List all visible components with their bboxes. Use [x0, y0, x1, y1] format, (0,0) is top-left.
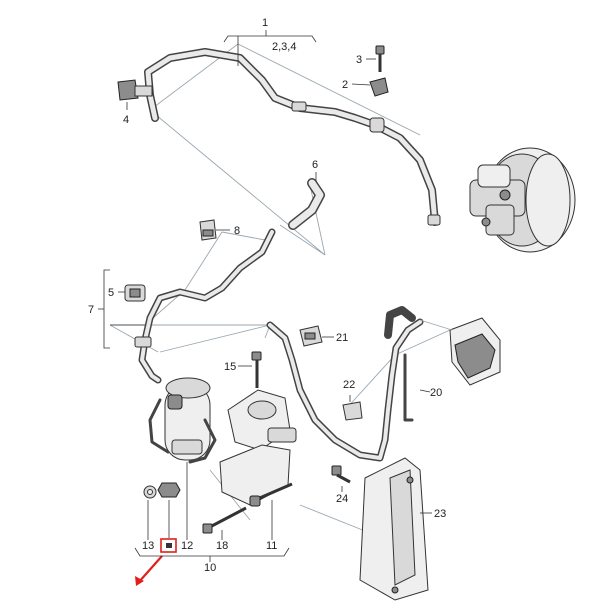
callout-numbers: 1 2,3,4 2 3 4 5 6 7 8 10 11 12 13 15 18 …: [88, 17, 446, 574]
bolt-11: [249, 482, 293, 507]
callout-13: 13: [142, 540, 154, 552]
part-2-bracket: [351, 77, 389, 97]
brake-booster-assembly: [469, 147, 576, 253]
bolt-24: [331, 465, 351, 492]
callout-6: 6: [312, 159, 318, 171]
callout-21: 21: [336, 332, 348, 344]
mounting-bracket-11: [219, 389, 297, 506]
callout-4: 4: [123, 114, 129, 126]
vacuum-pump-12: [148, 377, 217, 464]
callout-1: 1: [262, 17, 268, 29]
callout-24: 24: [336, 493, 348, 505]
vacuum-line-lower: [134, 228, 276, 384]
line-clip: [134, 336, 152, 348]
part-8-clip: [199, 219, 230, 241]
bolt-18: [202, 506, 247, 534]
part-21-clip: [299, 325, 334, 347]
callout-7: 7: [88, 304, 94, 316]
callout-2-3-4: 2,3,4: [272, 41, 296, 53]
group-7-bracket: [98, 269, 110, 349]
vacuum-valve-box: [419, 317, 501, 386]
vacuum-line-1: [144, 48, 441, 226]
callout-12: 12: [181, 540, 193, 552]
part-3-bolt: [366, 45, 385, 72]
callout-5: 5: [108, 287, 114, 299]
group-10-bracket: [134, 462, 290, 562]
callout-20: 20: [430, 387, 442, 399]
hose-clip: [291, 101, 307, 112]
callout-23: 23: [434, 508, 446, 520]
group-1-bracket: [223, 30, 317, 66]
part-6-hose: [288, 172, 325, 230]
callout-2: 2: [342, 79, 348, 91]
part-4-clamp: [117, 79, 153, 110]
callout-22: 22: [343, 379, 355, 391]
line-end-fitting: [427, 214, 441, 226]
callout-11: 11: [266, 540, 277, 552]
part-5-connector: [118, 284, 146, 302]
part-22-clip: [342, 395, 363, 421]
leader-20: [419, 389, 431, 393]
callout-18: 18: [216, 540, 228, 552]
vacuum-hose-20: [266, 306, 424, 462]
callout-15: 15: [224, 361, 236, 373]
line-connector: [369, 117, 385, 133]
highlighted-part: [135, 538, 177, 586]
bolt-15: [238, 351, 262, 388]
heat-shield-23: [359, 457, 432, 601]
callout-3: 3: [356, 54, 362, 66]
part-13-nut: [143, 482, 181, 499]
callout-10: 10: [204, 562, 216, 574]
callout-8: 8: [234, 225, 240, 237]
